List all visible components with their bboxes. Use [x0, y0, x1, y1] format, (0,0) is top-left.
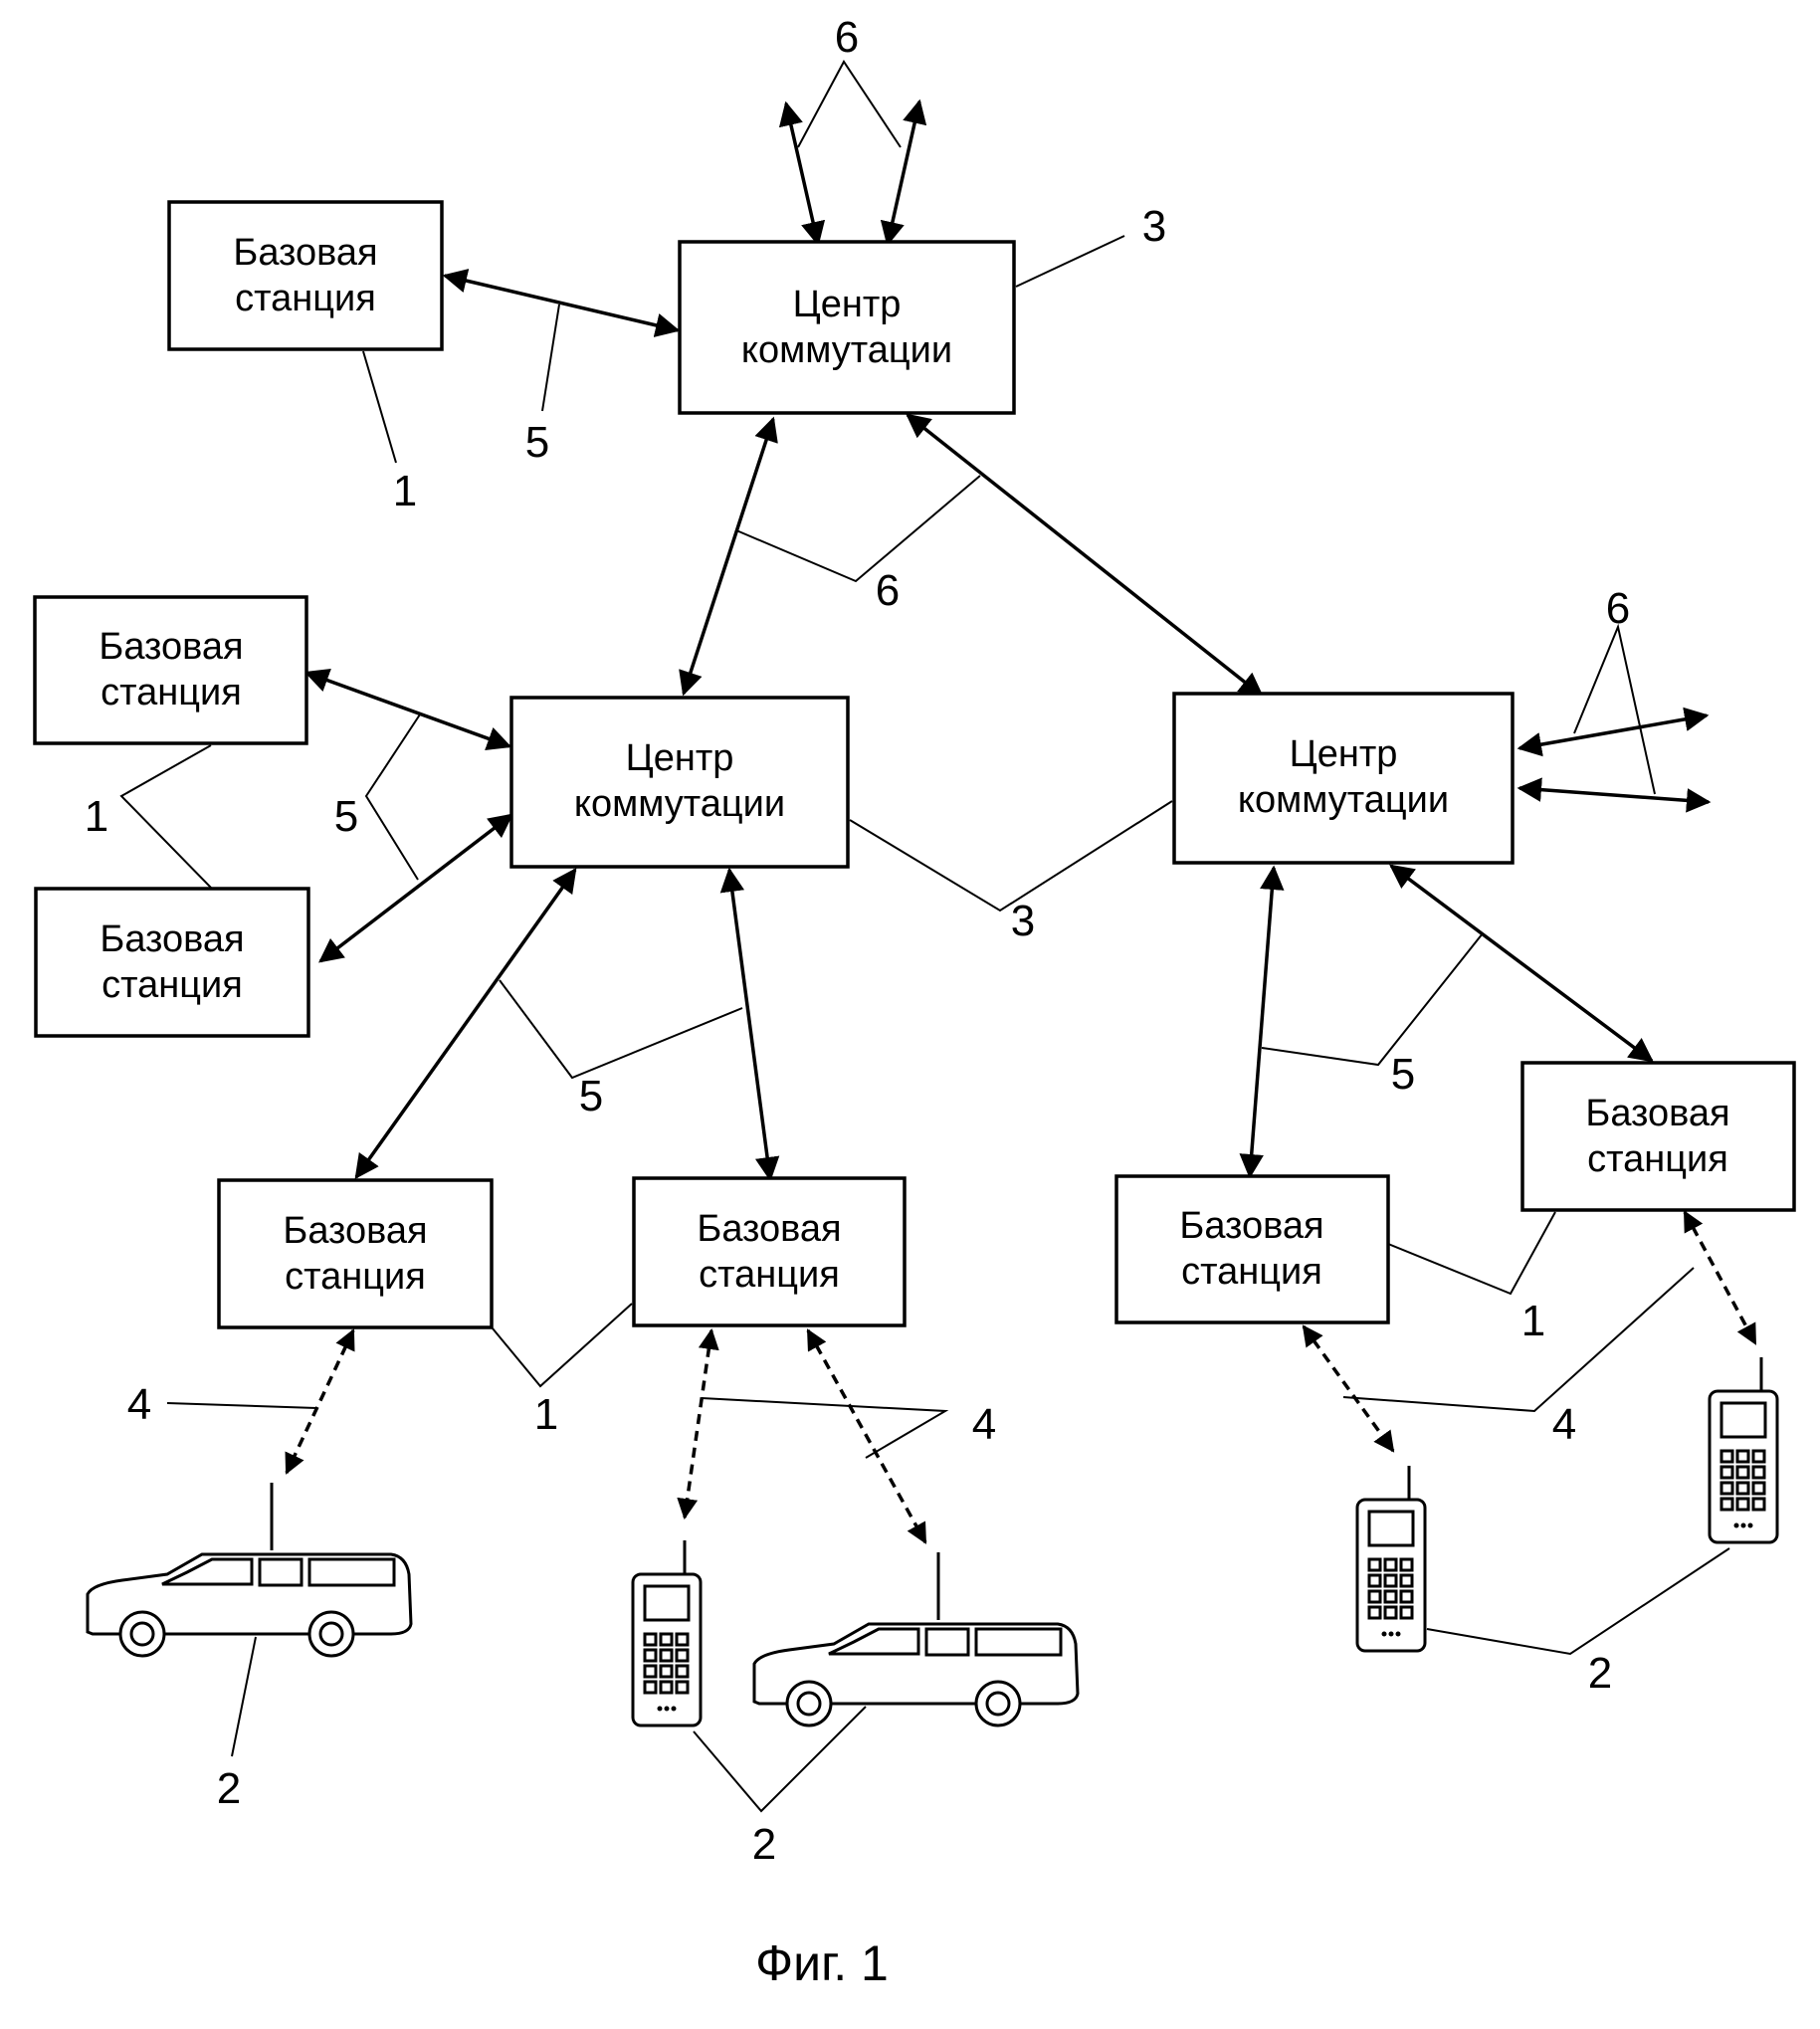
switch-center-top: Центр коммутации [680, 242, 1014, 413]
ref-numeral-3: 3 [1142, 202, 1166, 251]
base-station-bottom-2-line1: Базовая [697, 1208, 841, 1250]
switch-center-right: Центр коммутации [1174, 694, 1513, 863]
base-station-bottom-1-line2: станция [285, 1256, 426, 1298]
ref-numeral-4: 4 [972, 1400, 996, 1449]
ref-numeral-6: 6 [876, 566, 900, 615]
ref-numeral-1: 1 [1521, 1297, 1545, 1345]
ref-numeral-5: 5 [579, 1072, 603, 1120]
base-station-left-1-line2: станция [101, 672, 242, 713]
leader-5-right [1262, 933, 1483, 1065]
switch-center-top-line2: коммутации [741, 329, 952, 371]
bs-msc-link-right-2 [1391, 866, 1652, 1061]
leader-4-left [167, 1403, 316, 1408]
base-station-left-1-line1: Базовая [99, 626, 243, 668]
leader-6-middle [736, 476, 980, 581]
msc-top-external-link-b [888, 101, 919, 244]
leader-6-right [1574, 627, 1655, 794]
base-station-bottom-2: Базовая станция [634, 1178, 905, 1325]
leader-1-top [363, 351, 396, 463]
leader-2-left [232, 1637, 256, 1756]
bs-msc-link-right-1 [1250, 868, 1274, 1176]
car-icon [754, 1552, 1078, 1725]
bs-msc-link-top [445, 276, 678, 330]
mobile-phone-icon [1710, 1357, 1777, 1542]
msc-top-external-link-a [786, 103, 818, 244]
ref-numeral-2: 2 [752, 1820, 776, 1869]
ref-numeral-5: 5 [1391, 1050, 1415, 1099]
base-station-top-line1: Базовая [233, 232, 377, 274]
bs-msc-link-bottom-1 [356, 870, 575, 1177]
base-station-top: Базовая станция [169, 202, 442, 349]
radio-link-phone-2 [1304, 1326, 1393, 1451]
leader-5-top [542, 304, 559, 411]
ref-numeral-4: 4 [127, 1380, 151, 1429]
ref-numeral-6: 6 [835, 13, 859, 62]
leader-2-middle [694, 1707, 866, 1811]
base-station-left-2: Базовая станция [36, 889, 308, 1036]
base-station-left-2-line1: Базовая [100, 918, 244, 960]
base-station-right-2: Базовая станция [1522, 1063, 1794, 1210]
leader-5-left [366, 714, 420, 880]
base-station-right-2-line2: станция [1587, 1138, 1728, 1180]
leader-3-top [1016, 236, 1124, 287]
mobile-phone-icon [633, 1540, 701, 1725]
base-station-left-1: Базовая станция [35, 597, 306, 743]
radio-link-car-1 [287, 1330, 353, 1473]
car-icon [88, 1483, 411, 1656]
switch-center-top-line1: Центр [793, 284, 902, 325]
leader-5-bottom-left [500, 980, 742, 1078]
ref-numeral-1: 1 [534, 1390, 558, 1439]
bs-msc-link-bottom-2 [729, 870, 770, 1179]
radio-link-car-2 [808, 1330, 925, 1542]
base-station-right-2-line1: Базовая [1585, 1093, 1729, 1134]
ref-numeral-2: 2 [217, 1764, 241, 1813]
base-station-right-1-line2: станция [1181, 1251, 1322, 1293]
leader-2-right [1427, 1548, 1729, 1654]
base-station-bottom-1-line1: Базовая [283, 1210, 427, 1252]
ref-numeral-3: 3 [1011, 897, 1035, 945]
msc-link-top-left [684, 419, 773, 694]
leader-3-middle [850, 801, 1172, 911]
leader-1-bottom [493, 1304, 632, 1386]
radio-link-phone-3 [1685, 1212, 1755, 1343]
mobile-phone-icon [1357, 1466, 1425, 1651]
base-station-bottom-1: Базовая станция [219, 1180, 492, 1327]
msc-right-external-link-a [1519, 715, 1707, 748]
switch-center-left: Центр коммутации [511, 698, 848, 867]
base-station-left-2-line2: станция [101, 964, 243, 1006]
switch-center-right-line1: Центр [1290, 733, 1398, 775]
figure-caption: Фиг. 1 [755, 1935, 889, 1991]
base-station-right-1: Базовая станция [1116, 1176, 1388, 1322]
switch-center-left-line1: Центр [626, 737, 734, 779]
base-station-bottom-2-line2: станция [699, 1254, 840, 1296]
leader-1-bottom-right [1388, 1212, 1555, 1294]
msc-link-top-right [908, 415, 1262, 696]
switch-center-left-line2: коммутации [574, 783, 785, 825]
radio-link-phone-1 [685, 1330, 711, 1518]
switch-center-right-line2: коммутации [1238, 779, 1449, 821]
ref-numeral-5: 5 [334, 792, 358, 841]
ref-numeral-6: 6 [1606, 584, 1630, 633]
ref-numeral-5: 5 [525, 418, 549, 467]
bs-msc-link-left-1 [306, 673, 509, 746]
ref-numeral-4: 4 [1552, 1400, 1576, 1449]
ref-numeral-1: 1 [393, 467, 417, 515]
leader-4-right [1343, 1268, 1694, 1411]
leader-6-top [798, 62, 901, 147]
base-station-top-line2: станция [235, 278, 376, 319]
ref-numeral-1: 1 [85, 792, 108, 841]
ref-numeral-2: 2 [1588, 1649, 1612, 1698]
base-station-right-1-line1: Базовая [1179, 1205, 1323, 1247]
leader-4-middle [702, 1398, 945, 1458]
msc-right-external-link-b [1519, 788, 1709, 802]
leader-1-left [121, 745, 211, 888]
